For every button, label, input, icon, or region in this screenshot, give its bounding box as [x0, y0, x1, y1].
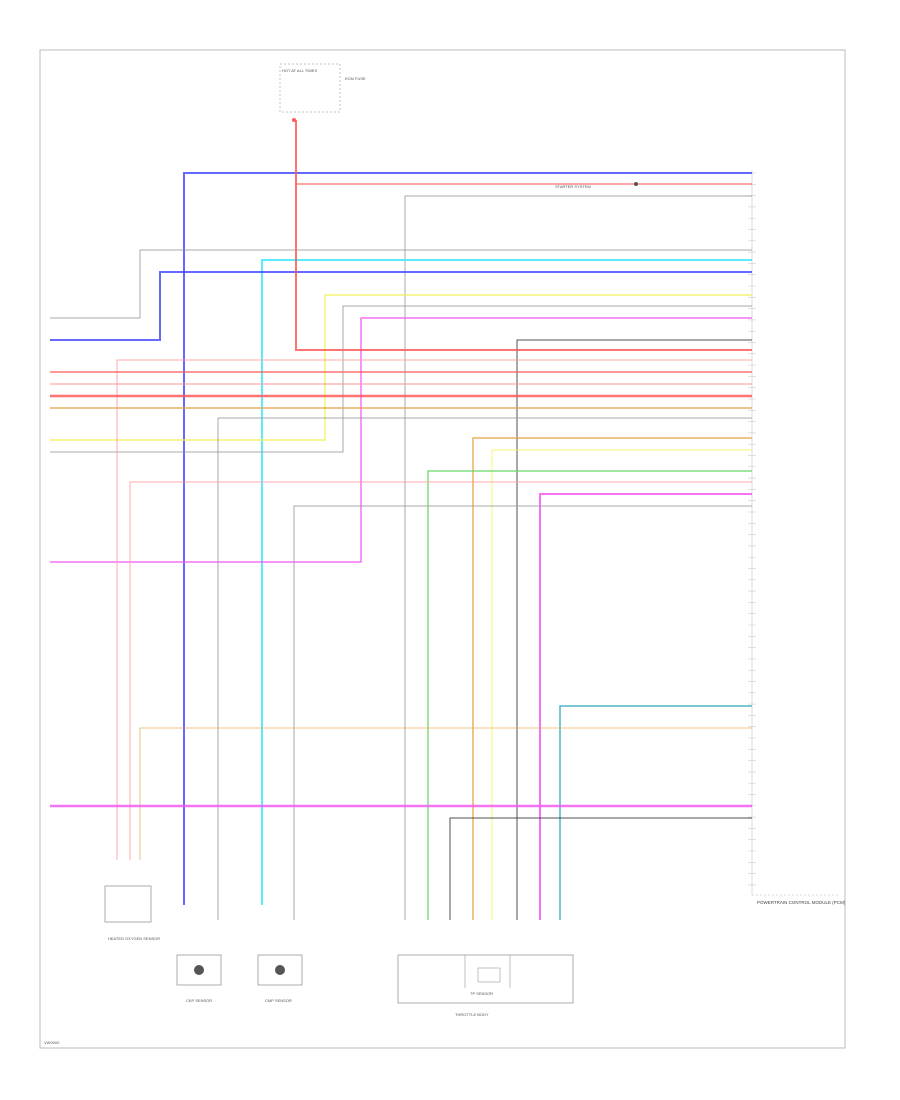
wire-black — [516, 339, 752, 920]
wire-cyan — [261, 259, 752, 905]
wire-green — [427, 470, 752, 920]
pcm-connector — [748, 170, 840, 896]
wire-yellow — [491, 449, 752, 920]
wire-teal — [559, 705, 752, 920]
wire-black — [449, 817, 752, 920]
figure-id: VW0000 — [44, 1040, 60, 1045]
ckp-sensor-label: CKP SENSOR — [186, 998, 212, 1003]
wire-gray — [404, 195, 752, 920]
starter-ground-icon — [634, 182, 638, 186]
wire-gray — [50, 305, 752, 453]
fuse-block: HOT AT ALL TIMES ECM FUSE — [279, 63, 366, 122]
starter-label: STARTER SYSTEM — [555, 184, 591, 189]
wire-pink — [129, 481, 752, 860]
tps-label: TP SENSOR — [470, 991, 493, 996]
throttle-body: TP SENSOR THROTTLE BODY — [397, 954, 574, 1017]
wire-blue — [183, 172, 752, 905]
wire-blue — [50, 271, 752, 341]
wire-orange — [472, 437, 752, 920]
wire-magenta — [539, 493, 752, 920]
wire-gray — [293, 505, 752, 920]
wire-layer — [50, 120, 752, 920]
fuse-note: ECM FUSE — [345, 76, 366, 81]
throttle-body-label: THROTTLE BODY — [455, 1012, 489, 1017]
wire-magenta — [50, 317, 752, 563]
diagram-frame — [39, 49, 846, 1049]
oxygen-sensor: HEATED OXYGEN SENSOR — [104, 885, 160, 941]
wire-pink — [116, 359, 752, 860]
oxygen-sensor-label: HEATED OXYGEN SENSOR — [108, 936, 160, 941]
pcm-label: POWERTRAIN CONTROL MODULE (PCM) — [757, 900, 846, 905]
wire-orange — [139, 727, 752, 860]
wire-gray — [50, 249, 752, 319]
wire-yellow — [50, 294, 752, 441]
ckp-sensor: CKP SENSOR — [176, 954, 222, 1003]
cmp-sensor-label: CMP SENSOR — [265, 998, 292, 1003]
wire-red — [295, 120, 752, 351]
cmp-sensor: CMP SENSOR — [257, 954, 303, 1003]
fuse-label: HOT AT ALL TIMES — [282, 68, 317, 73]
wire-gray — [217, 417, 752, 920]
